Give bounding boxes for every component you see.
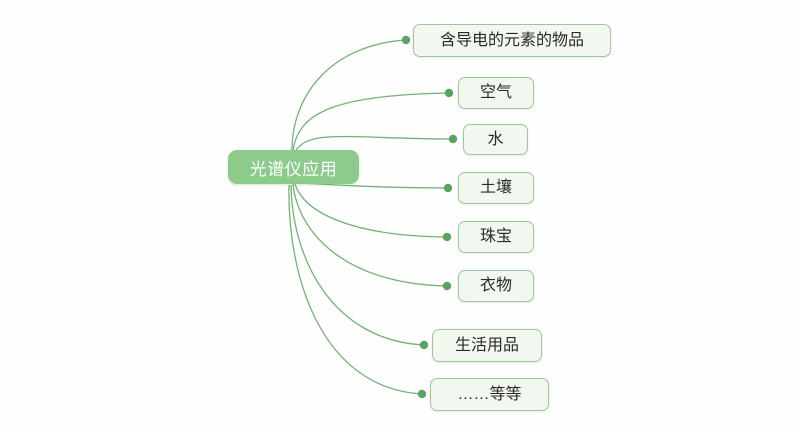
child-node-label: 生活用品: [454, 336, 519, 354]
branch-dot-6: [419, 340, 429, 350]
child-node-label: 衣物: [479, 277, 512, 294]
child-node-label: 珠宝: [479, 228, 512, 245]
child-node-label: 水: [487, 130, 504, 148]
root-node[interactable]: 光谱仪应用: [228, 150, 359, 184]
child-node-0[interactable]: 含导电的元素的物品: [413, 24, 611, 57]
branch-connector-6: [290, 184, 425, 346]
child-node-7[interactable]: ……等等: [430, 378, 549, 411]
child-node-label: 土壤: [479, 179, 512, 196]
child-node-2[interactable]: 水: [463, 124, 528, 155]
child-node-label: 空气: [479, 84, 512, 101]
branch-connector-7: [288, 184, 423, 395]
branch-dot-5: [442, 281, 452, 291]
child-node-label: ……等等: [457, 385, 522, 403]
branch-connector-4: [294, 183, 448, 238]
branch-connector-0: [291, 39, 407, 151]
branch-dot-2: [448, 134, 458, 144]
branch-dot-3: [443, 183, 453, 193]
branch-dot-0: [401, 35, 411, 45]
root-node-label: 光谱仪应用: [249, 159, 338, 179]
branch-connector-1: [292, 92, 450, 152]
child-node-1[interactable]: 空气: [458, 77, 534, 109]
branch-dot-7: [417, 389, 427, 399]
child-node-4[interactable]: 珠宝: [458, 221, 534, 253]
branch-dot-4: [442, 232, 452, 242]
child-node-6[interactable]: 生活用品: [432, 329, 542, 362]
branch-connector-5: [292, 183, 448, 287]
child-node-label: 含导电的元素的物品: [439, 31, 584, 49]
connector-paths: [288, 39, 454, 395]
branch-dot-1: [444, 88, 454, 98]
child-node-5[interactable]: 衣物: [458, 270, 534, 302]
child-node-3[interactable]: 土壤: [458, 172, 534, 204]
